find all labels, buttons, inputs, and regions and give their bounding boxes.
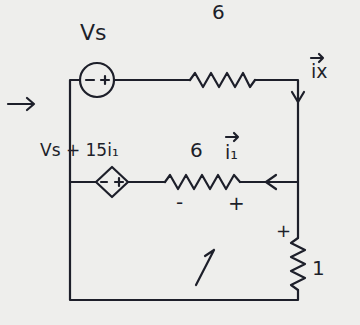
current-arrow [266,175,276,189]
resistor-symbol [291,238,305,290]
pointer-arrow [8,98,34,110]
vector-arrow [226,133,238,141]
vector-arrow [311,54,323,62]
resistor-symbol [190,73,255,87]
current-label: ix [311,62,328,81]
resistance-value: 1 [312,258,325,278]
dependent-source-label: Vs + 15i₁ [40,142,119,159]
wire [70,80,298,300]
resistance-value: 6 [190,140,203,160]
wire [70,181,96,183]
source-label: Vs [80,22,107,44]
minus-sign [86,79,94,81]
polarity-mark: - [176,192,183,212]
wire [255,80,298,238]
wire [128,181,165,183]
resistor-symbol [165,175,240,189]
plus-sign [115,178,123,186]
dependent-source-symbol [96,167,128,197]
leader-line [196,250,214,285]
current-label: i₁ [225,143,238,162]
polarity-mark: + [228,193,245,213]
polarity-mark: + [276,222,291,240]
plus-sign [101,76,109,84]
voltage-source-symbol [80,63,114,97]
minus-sign [101,181,107,183]
resistance-value: 6 [212,2,225,22]
current-arrow [292,92,304,102]
wire [114,79,190,81]
